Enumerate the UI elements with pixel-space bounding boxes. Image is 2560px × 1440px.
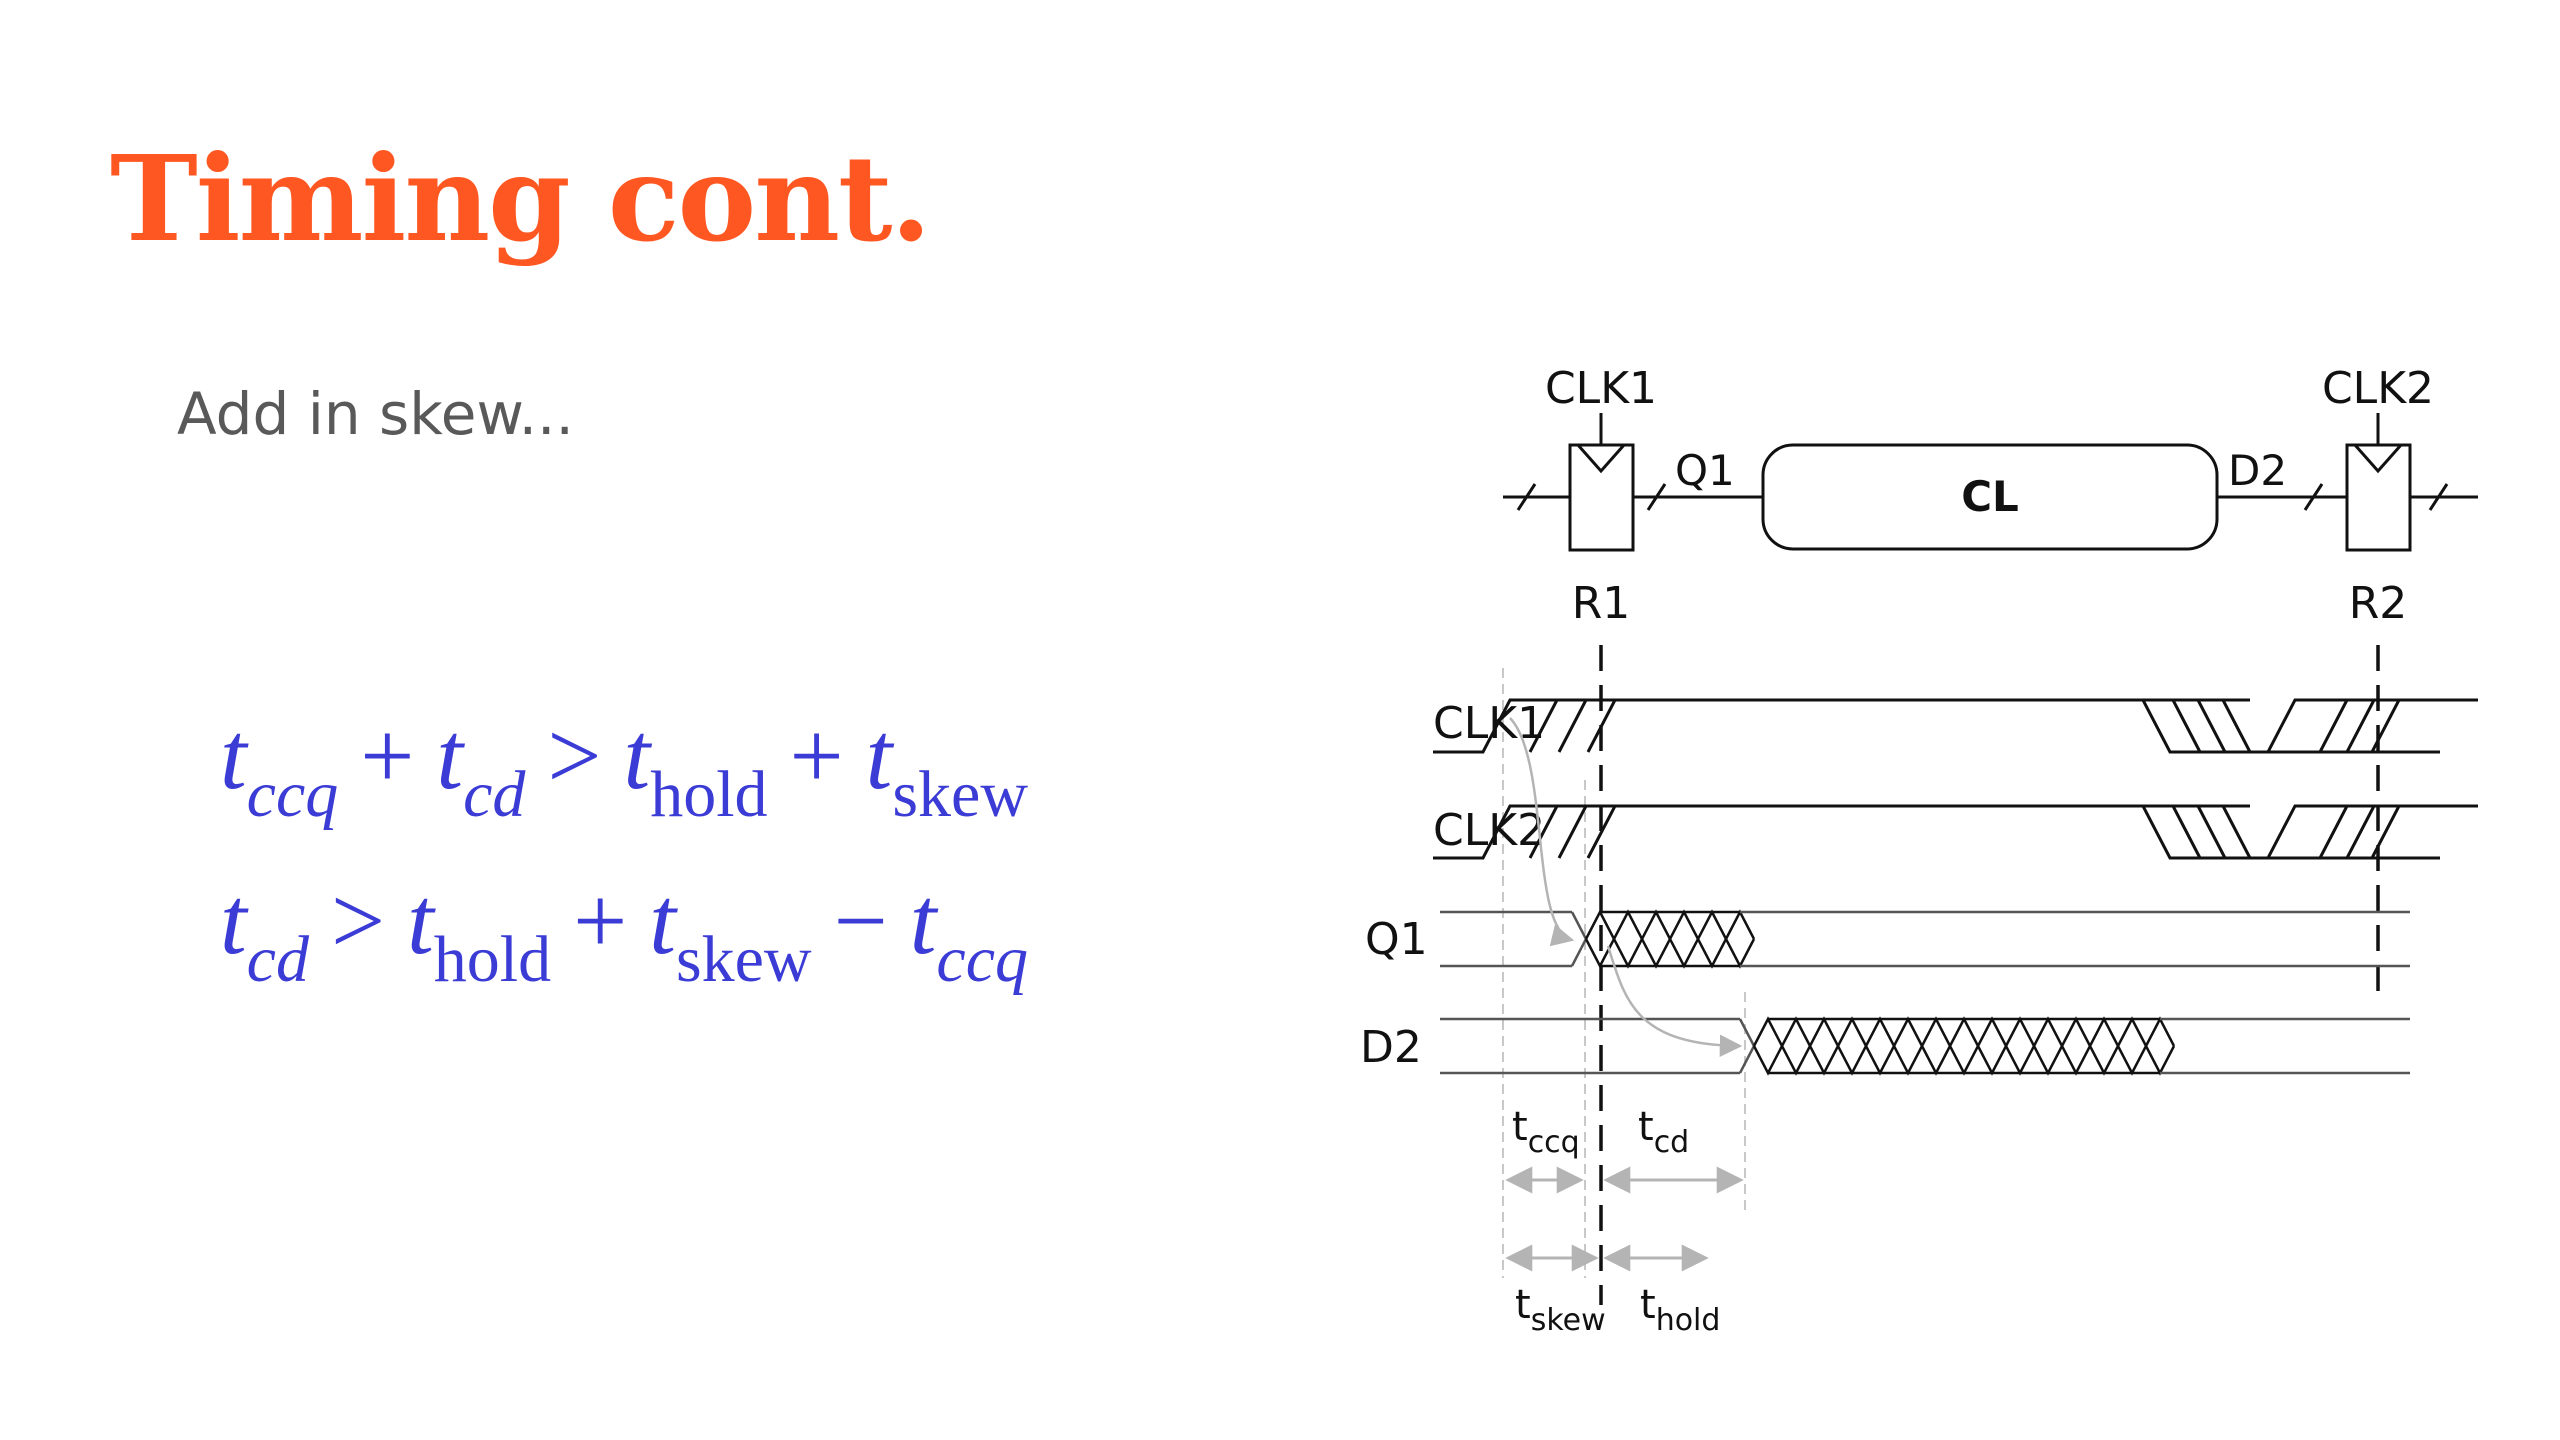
slide-subtitle: Add in skew... xyxy=(177,380,574,448)
thold-label: thold xyxy=(1640,1282,1720,1338)
register-r2 xyxy=(2345,443,2412,552)
r1-label: R1 xyxy=(1572,578,1631,629)
slide-title: Timing cont. xyxy=(110,129,932,268)
register-r1 xyxy=(1568,443,1635,552)
measurement-arrows xyxy=(1505,1166,1744,1272)
d2-wave-label: D2 xyxy=(1360,1022,1422,1073)
q1-wire-label: Q1 xyxy=(1675,446,1735,495)
clk1-label: CLK1 xyxy=(1545,363,1657,414)
cl-label: CL xyxy=(1961,472,2019,521)
causality-arrows xyxy=(1509,717,1743,1058)
r2-label: R2 xyxy=(2349,578,2408,629)
clock-triangle-icon xyxy=(1576,444,1626,474)
tskew-label: tskew xyxy=(1515,1282,1606,1338)
timing-diagram: CLK1 CLK2 Q1 D2 CL R1 R2 CLK1 CLK2 Q1 D2 xyxy=(1360,363,2478,1338)
q1-waveform xyxy=(1440,909,2410,969)
clk2-waveform xyxy=(1433,804,2478,860)
clock-triangle-icon xyxy=(2353,444,2403,474)
tccq-label: tccq xyxy=(1512,1104,1580,1160)
clk1-waveform xyxy=(1433,698,2478,754)
circuit-schematic xyxy=(1503,413,2478,552)
tcd-label: tcd xyxy=(1638,1104,1689,1160)
d2-wire-label: D2 xyxy=(2228,446,2287,495)
clk2-label: CLK2 xyxy=(2322,363,2434,414)
d2-waveform xyxy=(1440,1016,2410,1076)
q1-wave-label: Q1 xyxy=(1365,914,1428,965)
